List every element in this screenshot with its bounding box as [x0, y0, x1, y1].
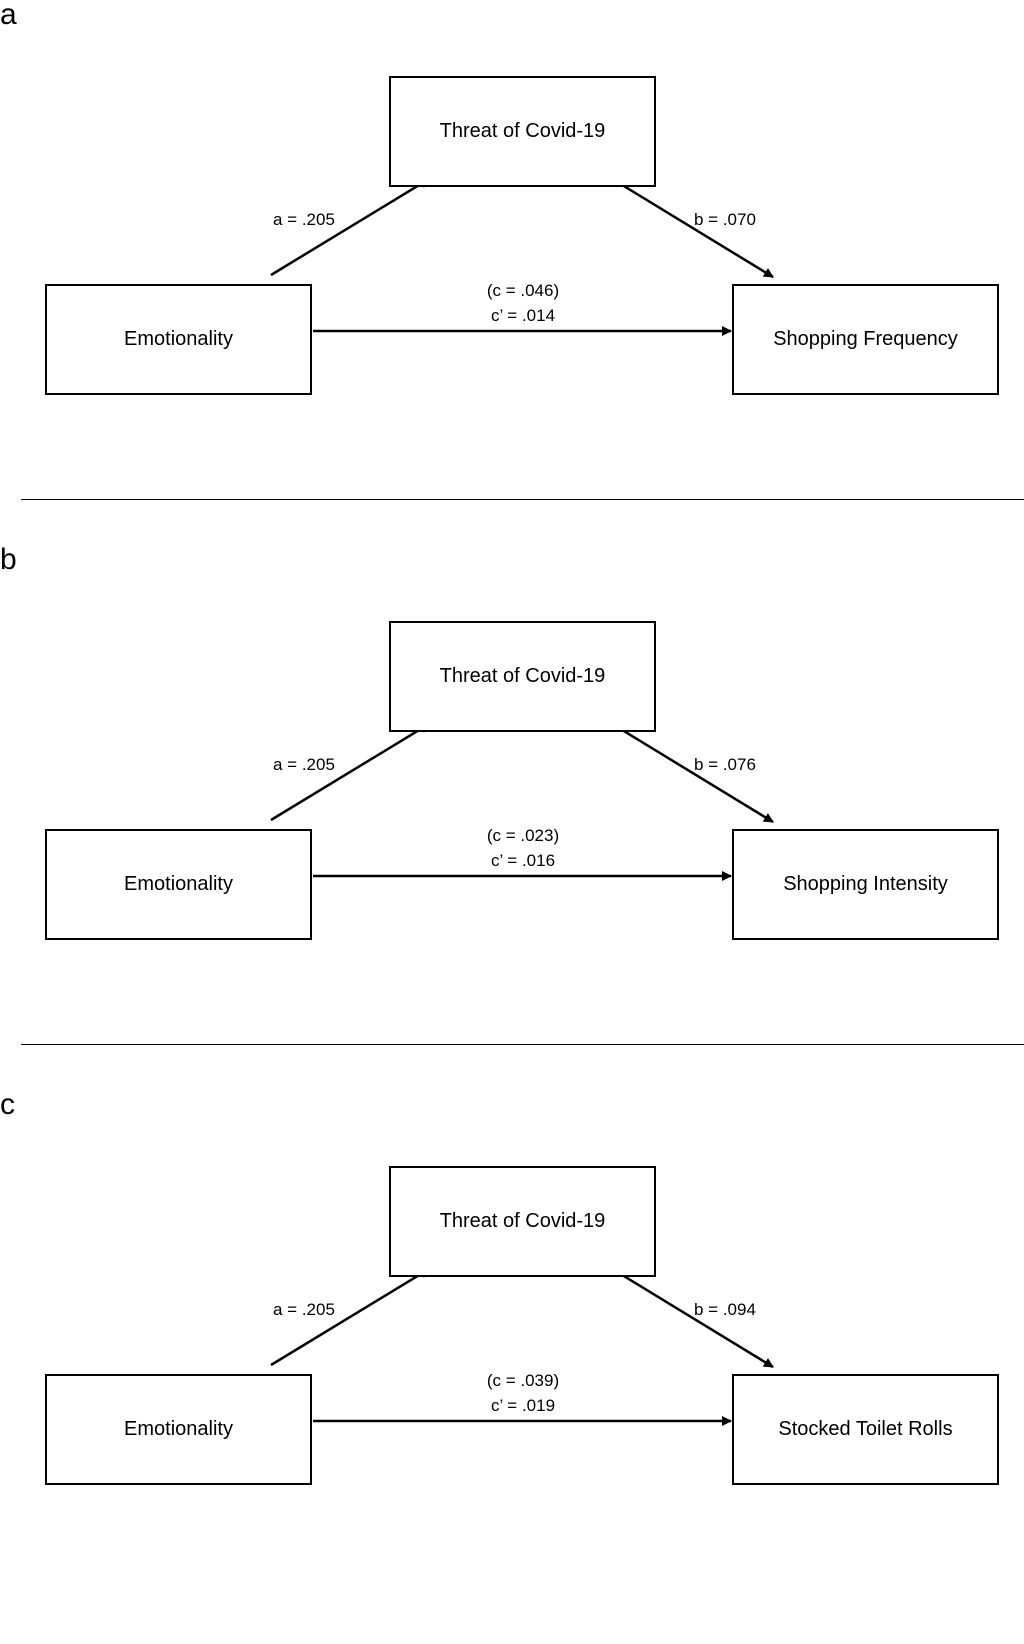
path-b-label: b = .070: [694, 210, 756, 229]
path-a-arrow: [270, 177, 430, 277]
outcome-box: Shopping Frequency: [732, 284, 999, 395]
panel-letter: c: [0, 1088, 15, 1121]
panel-b: b Threat of Covid-19 Emotionality Shoppi…: [0, 545, 1024, 1099]
path-c-direct-label: c’ = .019: [490, 1396, 556, 1415]
panel-a: a Threat of Covid-19 Emotionality Shoppi…: [0, 0, 1024, 554]
predictor-box: Emotionality: [45, 829, 312, 940]
path-b-arrow: [613, 178, 774, 279]
panel-letter: b: [0, 543, 17, 576]
mediator-box: Threat of Covid-19: [389, 76, 656, 187]
path-b-label: b = .094: [694, 1300, 756, 1319]
arrows: [270, 177, 774, 336]
path-a-label: a = .205: [273, 210, 335, 229]
arrows: [270, 722, 774, 881]
outcome-box: Shopping Intensity: [732, 829, 999, 940]
path-a-label: a = .205: [273, 755, 335, 774]
arrows: [270, 1267, 774, 1426]
path-c-total-label: (c = .023): [486, 826, 560, 845]
outcome-box: Stocked Toilet Rolls: [732, 1374, 999, 1485]
path-c-direct-label: c’ = .014: [490, 306, 556, 325]
panel-divider: [21, 499, 1024, 500]
path-c-total-label: (c = .046): [486, 281, 560, 300]
path-c-total-label: (c = .039): [486, 1371, 560, 1390]
panel-c: c Threat of Covid-19 Emotionality Stocke…: [0, 1090, 1024, 1644]
path-a-arrow: [270, 1267, 430, 1367]
path-a-arrow: [270, 722, 430, 822]
mediator-box: Threat of Covid-19: [389, 621, 656, 732]
predictor-box: Emotionality: [45, 284, 312, 395]
path-b-label: b = .076: [694, 755, 756, 774]
path-a-label: a = .205: [273, 1300, 335, 1319]
panel-letter: a: [0, 0, 17, 31]
path-b-arrow: [613, 1268, 774, 1369]
mediator-box: Threat of Covid-19: [389, 1166, 656, 1277]
panel-divider: [21, 1044, 1024, 1045]
predictor-box: Emotionality: [45, 1374, 312, 1485]
path-c-direct-label: c’ = .016: [490, 851, 556, 870]
path-b-arrow: [613, 723, 774, 824]
